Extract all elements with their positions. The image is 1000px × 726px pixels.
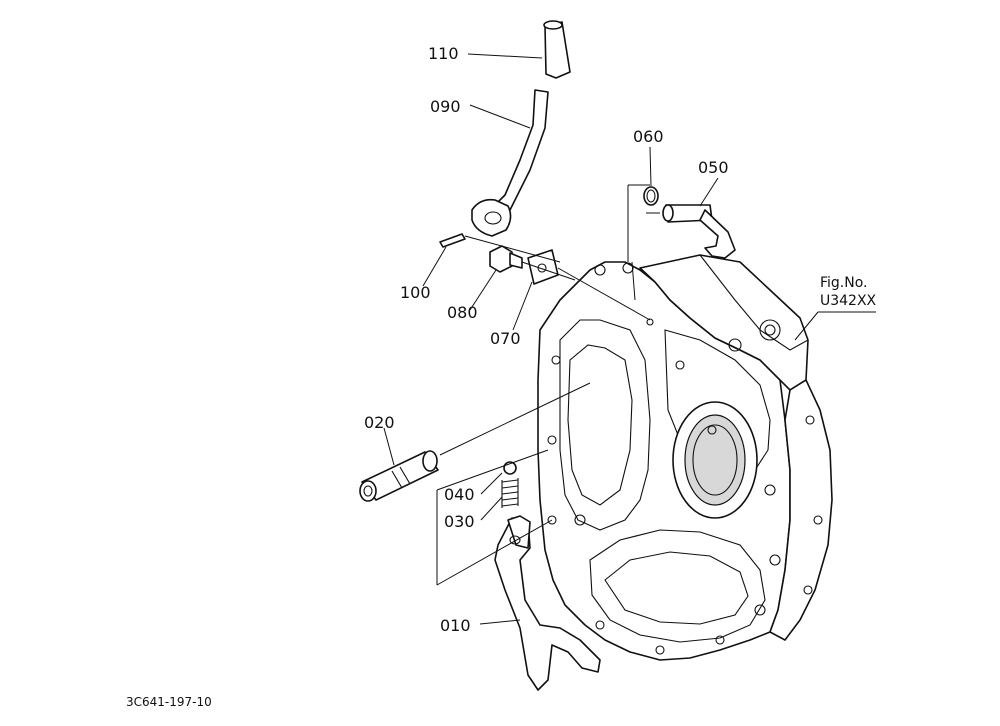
- label-020: 020: [364, 413, 395, 432]
- part-030-spring: [501, 478, 519, 508]
- part-labels: 110 090 100 080 070 060 050 020 040 030 …: [364, 44, 729, 635]
- label-060: 060: [633, 127, 664, 146]
- part-060-o-ring: [643, 186, 659, 206]
- part-080-bolt: [489, 245, 523, 273]
- label-050: 050: [698, 158, 729, 177]
- label-110: 110: [428, 44, 459, 63]
- label-090: 090: [430, 97, 461, 116]
- assembly-guide-lines: [436, 184, 660, 586]
- drawing-code: 3C641-197-10: [126, 695, 212, 709]
- label-070: 070: [490, 329, 521, 348]
- label-030: 030: [444, 512, 475, 531]
- fig-no-label: Fig.No.: [820, 275, 868, 291]
- label-080: 080: [447, 303, 478, 322]
- gear-case-housing: [537, 254, 833, 661]
- label-040: 040: [444, 485, 475, 504]
- fig-no-value: U342XX: [820, 293, 877, 309]
- part-020-shift-rod: [359, 450, 439, 502]
- part-010-shift-fork: [494, 515, 601, 691]
- label-010: 010: [440, 616, 471, 635]
- leader-lines: [383, 53, 876, 625]
- part-110-knob: [543, 20, 571, 79]
- part-050-shift-shaft: [662, 204, 736, 259]
- label-100: 100: [400, 283, 431, 302]
- part-100-spring-pin: [439, 233, 466, 248]
- part-070-plate: [527, 249, 559, 285]
- part-090-shift-lever: [471, 89, 549, 237]
